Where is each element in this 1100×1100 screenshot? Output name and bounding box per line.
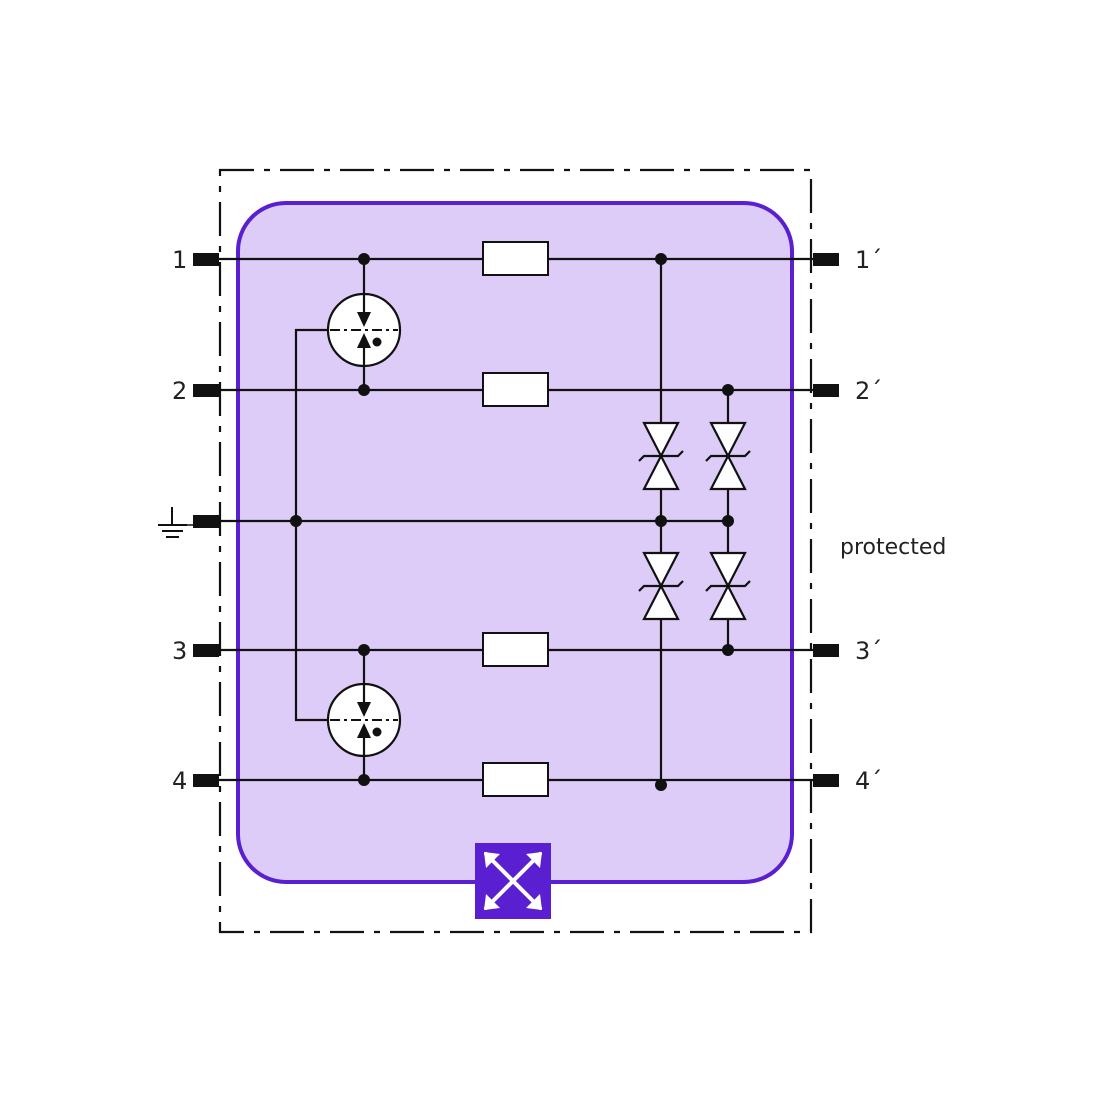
junction-dot: [358, 253, 370, 265]
resistor-icon: [482, 762, 549, 797]
resistor-icon: [482, 632, 549, 667]
resistor-icon: [482, 372, 549, 407]
label-out-1: 1´: [855, 246, 882, 274]
junction-dot: [358, 774, 370, 786]
junction-dot: [722, 644, 734, 656]
resistors: [482, 241, 549, 797]
terminal-in-1: [193, 253, 219, 266]
junction-dot: [655, 779, 667, 791]
label-in-4: 4: [172, 767, 187, 795]
ground-icon: [158, 507, 193, 538]
enclosure-outline: [218, 168, 813, 934]
junction-dot: [655, 515, 667, 527]
junction-dot: [358, 644, 370, 656]
gas-discharge-tube-icon: [326, 292, 402, 368]
expand-arrows-icon: [475, 843, 551, 919]
terminal-in-4: [193, 774, 219, 787]
label-in-3: 3: [172, 637, 187, 665]
label-in-2: 2: [172, 377, 187, 405]
junction-dot: [290, 515, 302, 527]
resistor-icon: [482, 241, 549, 276]
label-in-1: 1: [172, 246, 187, 274]
junction-dot: [655, 253, 667, 265]
terminal-out-3: [813, 644, 839, 657]
junction-dot: [358, 384, 370, 396]
terminal-labels: 1 2 3 4 1´ 2´ 3´ 4´ protected: [172, 246, 946, 795]
junction-dot: [722, 515, 734, 527]
terminal-in-3: [193, 644, 219, 657]
junction-dots: [290, 253, 734, 791]
terminal-ground: [193, 515, 219, 528]
label-out-3: 3´: [855, 637, 882, 665]
terminals: [193, 253, 839, 787]
gas-discharge-tube-icon: [326, 682, 402, 758]
junction-dot: [722, 384, 734, 396]
label-out-2: 2´: [855, 377, 882, 405]
label-protected: protected: [840, 535, 946, 560]
terminal-in-2: [193, 384, 219, 397]
terminal-out-2: [813, 384, 839, 397]
terminal-out-1: [813, 253, 839, 266]
label-out-4: 4´: [855, 767, 882, 795]
terminal-out-4: [813, 774, 839, 787]
